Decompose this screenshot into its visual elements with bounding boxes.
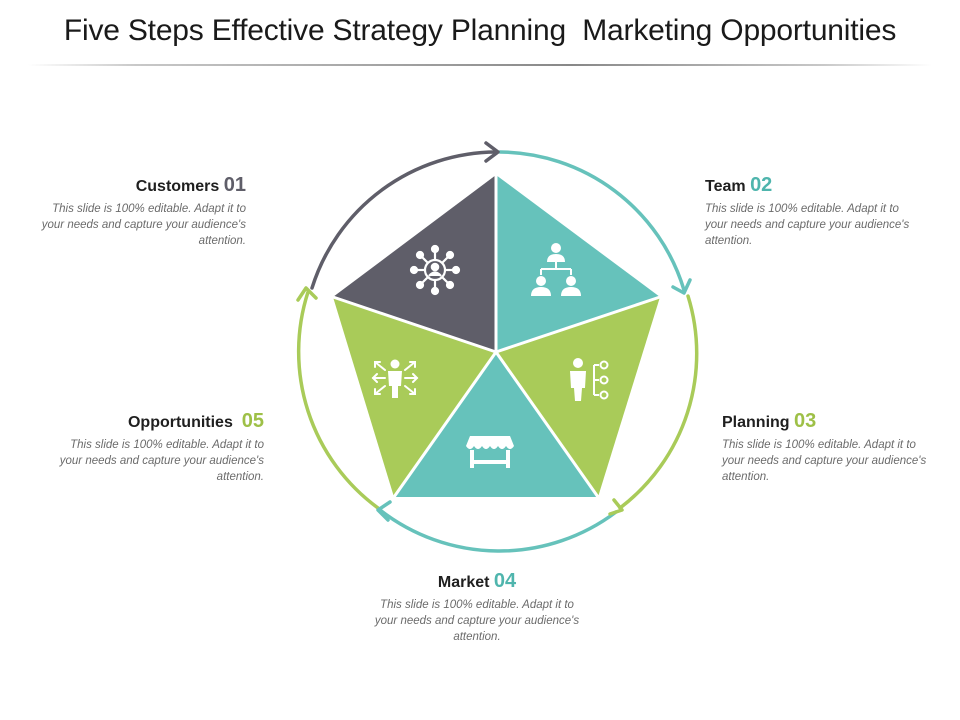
arrowhead-market: [608, 498, 624, 516]
market-stall-icon: [466, 436, 514, 468]
network-people-icon: [409, 244, 461, 296]
arrowhead-customers: [296, 286, 318, 302]
step-number: 01: [223, 174, 246, 196]
step-description: This slide is 100% editable. Adapt it to…: [374, 599, 580, 643]
step-number: 04: [493, 570, 517, 592]
step-team: Team 02 This slide is 100% editable. Ada…: [705, 174, 911, 249]
step-market: Market 04 This slide is 100% editable. A…: [374, 570, 580, 645]
step-customers: Customers 01 This slide is 100% editable…: [40, 174, 246, 249]
segment-team: [496, 175, 660, 352]
cycle-arrow-market-opportunities: [378, 508, 618, 553]
step-title: Planning: [722, 414, 790, 431]
step-title: Team: [705, 178, 746, 195]
step-description: This slide is 100% editable. Adapt it to…: [722, 439, 927, 483]
title-divider: [28, 64, 932, 66]
step-title: Opportunities: [127, 414, 233, 431]
step-number: 05: [241, 410, 264, 432]
cycle-arrow-team-planning: [498, 150, 686, 292]
arrowhead-team: [484, 141, 500, 163]
cycle-arrow-customers-team: [310, 150, 498, 290]
segment-market: [394, 352, 598, 497]
step-title: Customers: [135, 178, 220, 195]
step-opportunities: Opportunities 05 This slide is 100% edit…: [58, 410, 264, 485]
arrowhead-planning: [671, 278, 692, 295]
org-chart-icon: [531, 243, 581, 296]
slide-title: Five Steps Effective Strategy Planning M…: [63, 14, 897, 47]
step-description: This slide is 100% editable. Adapt it to…: [59, 439, 264, 483]
person-flowchart-icon: [570, 358, 609, 401]
step-description: This slide is 100% editable. Adapt it to…: [705, 203, 910, 247]
step-title: Market: [437, 574, 490, 591]
arrowhead-opportunities: [376, 500, 392, 522]
segment-opportunities: [333, 297, 496, 497]
step-number: 02: [750, 174, 773, 196]
person-arrows-icon: [371, 359, 419, 398]
cycle-arrow-planning-market: [618, 294, 699, 510]
step-description: This slide is 100% editable. Adapt it to…: [41, 203, 246, 247]
step-planning: Planning 03 This slide is 100% editable.…: [722, 410, 928, 485]
segment-customers: [333, 175, 496, 352]
cycle-arrow-opportunities-customers: [296, 290, 380, 510]
step-number: 03: [794, 410, 817, 432]
